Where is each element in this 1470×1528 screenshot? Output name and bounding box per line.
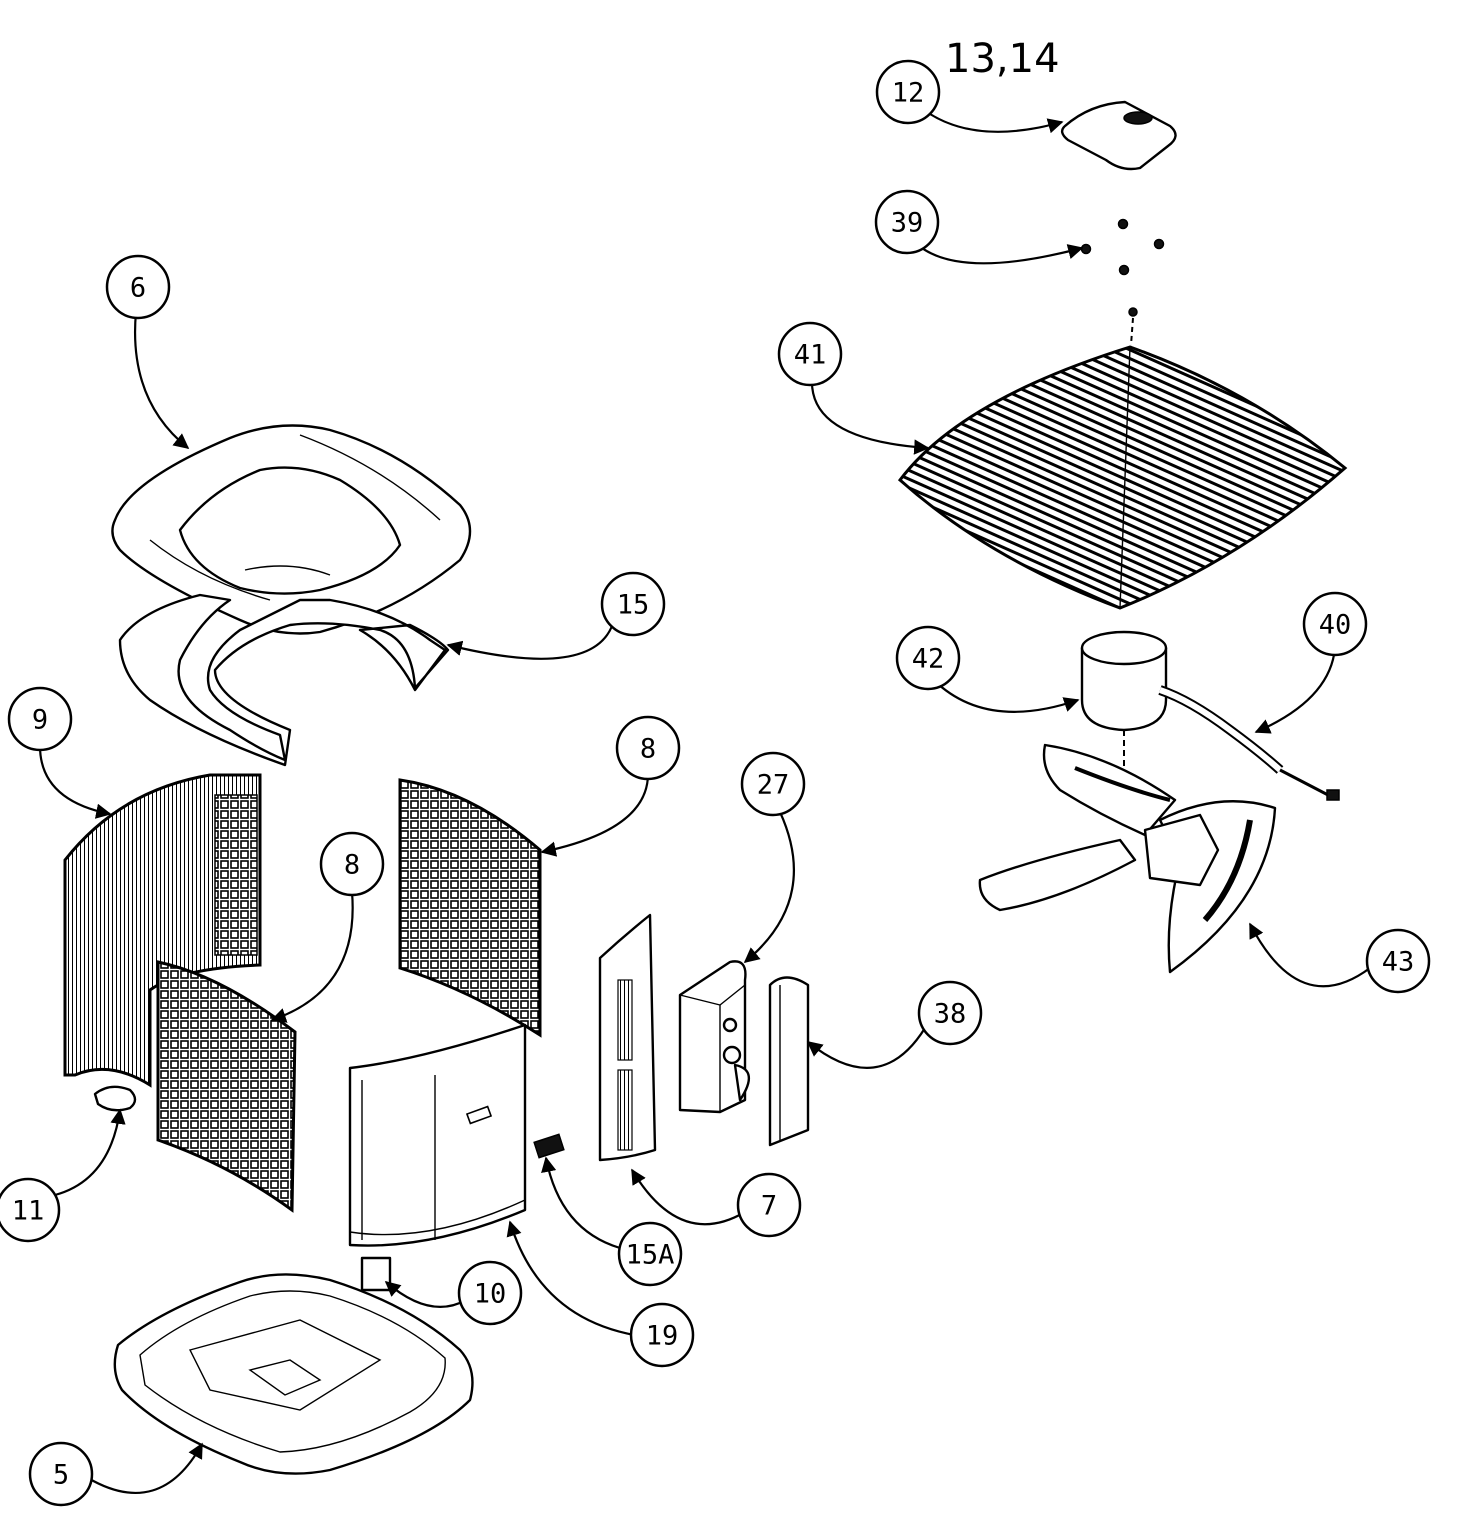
callout-circle bbox=[457, 1260, 523, 1326]
part-top-cover bbox=[111, 424, 472, 635]
callout-c6: 6 bbox=[105, 254, 171, 320]
callout-c5: 5 bbox=[28, 1441, 94, 1507]
callout-circle bbox=[7, 686, 73, 752]
callout-label: 42 bbox=[912, 644, 945, 675]
callout-c15a: 15A bbox=[617, 1221, 683, 1287]
callout-label: 6 bbox=[130, 273, 146, 304]
part-access-panel bbox=[768, 976, 810, 1147]
callout-circle bbox=[1365, 928, 1431, 994]
part-side-panel bbox=[348, 1023, 527, 1247]
callout-circle bbox=[629, 1302, 695, 1368]
part-data-label bbox=[533, 1133, 565, 1159]
callout-circle bbox=[1302, 591, 1368, 657]
callout-circle bbox=[777, 321, 843, 387]
callout-label: 41 bbox=[794, 340, 827, 371]
callout-circle bbox=[875, 59, 941, 125]
callout-circle bbox=[0, 1177, 61, 1243]
part-motor-lead bbox=[1158, 685, 1340, 801]
leader-lines bbox=[38, 113, 1371, 1494]
callout-label: 39 bbox=[891, 208, 924, 239]
callout-label: 8 bbox=[640, 734, 656, 765]
part-grille-panel-right bbox=[398, 778, 542, 1038]
part-bracket bbox=[360, 1256, 392, 1292]
callout-c41: 41 bbox=[777, 321, 843, 387]
callout-c19: 19 bbox=[629, 1302, 695, 1368]
callout-label: 27 bbox=[757, 770, 790, 801]
part-grommet bbox=[93, 1085, 137, 1112]
callout-circle bbox=[319, 831, 385, 897]
callout-label: 7 bbox=[761, 1191, 777, 1222]
callout-label: 19 bbox=[646, 1321, 679, 1352]
callout-label: 40 bbox=[1319, 610, 1352, 641]
callout-label: 5 bbox=[53, 1460, 69, 1491]
callout-circle bbox=[895, 625, 961, 691]
callout-c9: 9 bbox=[7, 686, 73, 752]
callout-c42: 42 bbox=[895, 625, 961, 691]
callout-circle bbox=[105, 254, 171, 320]
part-coil-panel-left bbox=[63, 773, 262, 1088]
callout-c43: 43 bbox=[1365, 928, 1431, 994]
callout-circle bbox=[740, 751, 806, 817]
callout-circle bbox=[874, 189, 940, 255]
callout-c8b: 8 bbox=[319, 831, 385, 897]
part-control-box bbox=[678, 960, 750, 1114]
part-grille-panel-front bbox=[156, 960, 297, 1213]
part-base-pan bbox=[113, 1273, 474, 1475]
callout-label: 43 bbox=[1382, 947, 1415, 978]
callout-circle bbox=[28, 1441, 94, 1507]
callout-circle bbox=[617, 1221, 683, 1287]
callout-c38: 38 bbox=[917, 980, 983, 1046]
callout-c10: 10 bbox=[457, 1260, 523, 1326]
callout-c11: 11 bbox=[0, 1177, 61, 1243]
callout-label: 15 bbox=[617, 590, 650, 621]
part-fan-guard bbox=[897, 345, 1348, 610]
part-control-panel bbox=[598, 913, 657, 1162]
callout-label: 9 bbox=[32, 705, 48, 736]
handwritten-note: 13,14 bbox=[945, 36, 1060, 82]
callout-label: 12 bbox=[892, 78, 925, 109]
part-screws bbox=[1080, 218, 1165, 346]
callout-c15: 15 bbox=[600, 571, 666, 637]
callout-c39: 39 bbox=[874, 189, 940, 255]
callout-c8a: 8 bbox=[615, 715, 681, 781]
callout-group: 12 39 41 6 15 42 40 9 8 27 8 43 38 11 7 15A 10 19 5 bbox=[0, 59, 1431, 1507]
callout-c7: 7 bbox=[736, 1172, 802, 1238]
callout-circle bbox=[917, 980, 983, 1046]
callout-c27: 27 bbox=[740, 751, 806, 817]
callout-label: 11 bbox=[12, 1196, 45, 1227]
part-support-ring bbox=[118, 565, 450, 767]
part-fan-blade bbox=[978, 743, 1277, 974]
callout-label: 10 bbox=[474, 1279, 507, 1310]
callout-circle bbox=[736, 1172, 802, 1238]
part-fan-motor bbox=[1080, 630, 1168, 800]
callout-label: 15A bbox=[626, 1240, 675, 1271]
callout-c12: 12 bbox=[875, 59, 941, 125]
callout-label: 38 bbox=[934, 999, 967, 1030]
callout-circle bbox=[615, 715, 681, 781]
callout-c40: 40 bbox=[1302, 591, 1368, 657]
callout-circle bbox=[600, 571, 666, 637]
part-cover-cap bbox=[1060, 100, 1177, 171]
callout-label: 8 bbox=[344, 850, 360, 881]
